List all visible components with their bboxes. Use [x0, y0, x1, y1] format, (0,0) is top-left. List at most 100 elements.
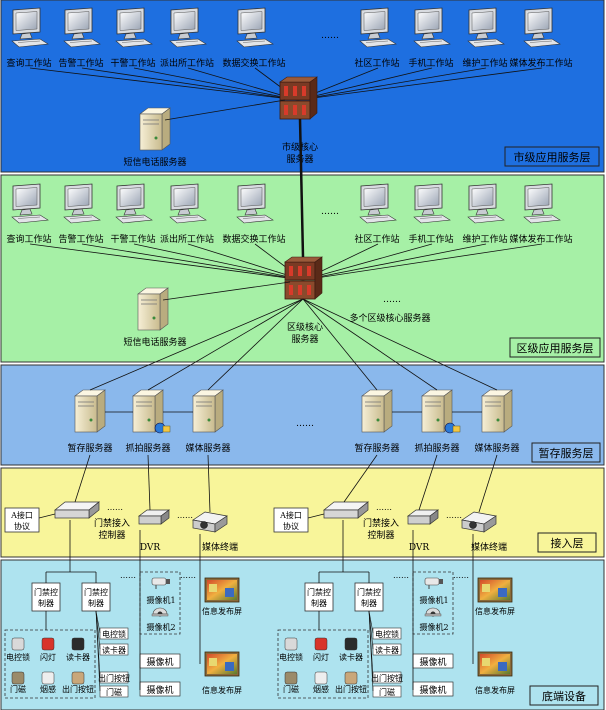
side-list-label: 门磁	[379, 687, 395, 697]
core-to-storage-link	[302, 298, 378, 391]
access-dots: ……	[376, 503, 392, 512]
storage-to-access-link	[147, 454, 151, 511]
side-list-box	[372, 685, 402, 698]
info-screen-icon	[477, 651, 513, 677]
core-to-storage-link	[147, 298, 304, 391]
device-box	[277, 629, 369, 699]
storage-server-label: 抓拍服务器	[125, 442, 170, 454]
info-screen-label: 信息发布屏	[202, 685, 242, 695]
workstation-ellipsis: ……	[321, 207, 339, 217]
device-icon	[71, 637, 85, 651]
door-access-controller-label: 控制器	[367, 529, 394, 541]
a-interface-link	[307, 513, 325, 519]
door-controller-box	[31, 582, 61, 612]
device-label: 烟感	[313, 684, 329, 694]
a-interface-box	[273, 507, 309, 533]
workstation-link	[297, 67, 487, 101]
layer-tag-box	[537, 532, 597, 553]
access-dots: ……	[107, 503, 123, 512]
door-access-controller-label: 控制器	[98, 529, 125, 541]
storage-ellipsis: ……	[296, 419, 314, 429]
storage-to-access-link	[207, 454, 211, 513]
workstation-link	[29, 67, 299, 101]
workstation-label: 社区工作站	[354, 57, 399, 69]
device-label: 闪灯	[40, 652, 56, 662]
storage-to-access-link	[478, 454, 498, 513]
workstation-label: 干警工作站	[110, 57, 155, 69]
workstation-ellipsis: ……	[321, 31, 339, 41]
info-screen-icon	[477, 577, 513, 603]
device-label: 电控锁	[279, 652, 303, 662]
capture-badge-icon	[452, 425, 461, 433]
workstation-link	[302, 243, 487, 281]
workstation-label: 媒体发布工作站	[509, 57, 572, 69]
capture-badge-icon	[162, 425, 171, 433]
device-icon	[284, 671, 298, 685]
side-list-label: 门磁	[106, 687, 122, 697]
side-list-link	[95, 610, 101, 692]
core-to-core-link	[298, 118, 305, 258]
door-controller-label: 制器	[361, 598, 377, 608]
workstation-label: 派出所工作站	[160, 233, 214, 245]
workstation-label: 派出所工作站	[160, 57, 214, 69]
media-terminal-label: 媒体终端	[471, 541, 507, 553]
door-access-controller-label: 门禁接入	[94, 517, 130, 529]
access-dots: ……	[177, 511, 193, 520]
a-interface-label: A接口	[279, 510, 302, 520]
camera-label: 摄像机2	[419, 622, 448, 632]
camera-label: 摄像机2	[146, 622, 175, 632]
device-label: 门磁	[283, 684, 299, 694]
workstation-label: 社区工作站	[354, 233, 399, 245]
layer-tag-box	[531, 442, 601, 463]
workstation-label: 数据交换工作站	[222, 233, 285, 245]
storage-server-icon	[361, 389, 393, 433]
side-list-link	[368, 610, 374, 692]
core-to-storage-link	[89, 298, 304, 391]
access-dots: ……	[446, 511, 462, 520]
workstation-link	[81, 243, 304, 281]
district-core-server-label: 服务器	[291, 333, 318, 345]
workstation-link	[302, 243, 543, 281]
a-interface-link	[38, 513, 56, 519]
workstation-label: 查询工作站	[6, 233, 51, 245]
device-icon	[71, 671, 85, 685]
camera-label: 摄像机	[419, 684, 446, 696]
layer-tag-box	[509, 337, 601, 358]
workstation-link	[133, 67, 299, 101]
device-icon	[344, 671, 358, 685]
layer-tag-label: 区级应用服务层	[517, 341, 594, 355]
a-interface-box	[4, 507, 40, 533]
storage-server-icon	[192, 389, 224, 433]
storage-server-label: 媒体服务器	[474, 442, 519, 454]
device-label: 读卡器	[66, 652, 90, 662]
device-label: 读卡器	[339, 652, 363, 662]
city-core-server-icon	[279, 76, 318, 120]
door-access-controller-label: 门禁接入	[363, 517, 399, 529]
core-to-storage-link	[302, 298, 438, 391]
side-list-box	[372, 643, 402, 656]
storage-server-label: 暂存服务器	[67, 442, 112, 454]
storage-to-access-link	[343, 454, 378, 503]
layer-tag-box	[504, 146, 600, 167]
door-controller-label: 门禁控	[34, 587, 58, 597]
storage-server-label: 抓拍服务器	[414, 442, 459, 454]
media-terminal-label: 媒体终端	[202, 541, 238, 553]
device-label: 烟感	[40, 684, 56, 694]
device-icon	[41, 637, 55, 651]
device-icon	[314, 637, 328, 651]
district-core-server-label: 区级核心	[287, 321, 323, 333]
device-icon	[11, 671, 25, 685]
device-icon	[41, 671, 55, 685]
side-list-label: 读卡器	[375, 645, 399, 655]
workstation-label: 干警工作站	[110, 233, 155, 245]
workstation-link	[133, 243, 304, 281]
workstation-label: 手机工作站	[408, 233, 453, 245]
screen-dots: ……	[453, 571, 469, 580]
camera-dots: ……	[393, 571, 409, 580]
side-list-box	[372, 671, 402, 684]
workstation-label: 告警工作站	[58, 233, 103, 245]
door-controller-label: 制器	[38, 598, 54, 608]
door-controller-label: 门禁控	[357, 587, 381, 597]
multi-servers-label: 多个区级核心服务器	[349, 312, 430, 324]
device-icon	[284, 637, 298, 651]
